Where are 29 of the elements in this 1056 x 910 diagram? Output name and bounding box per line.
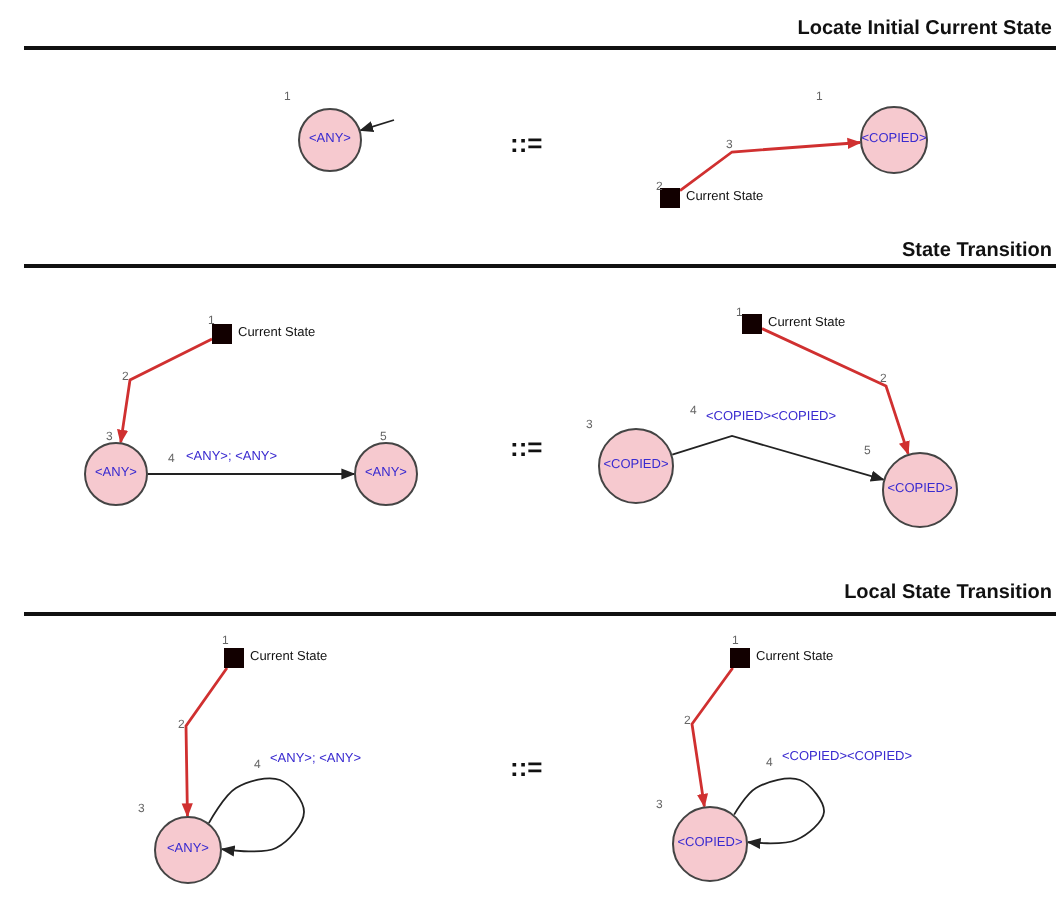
definition-operator: ::= [510,130,543,156]
state-circle [154,816,222,884]
current-state-marker [224,648,244,668]
state-circle [84,442,148,506]
state-circle [354,442,418,506]
arrow [671,435,885,482]
section-heading: Local State Transition [844,584,1052,604]
state-circle [882,452,958,528]
arrow [761,327,910,456]
definition-operator: ::= [510,754,543,780]
arrow [147,468,356,480]
current-state-marker [730,648,750,668]
current-state-marker [660,188,680,208]
arrow [181,667,229,818]
state-circle [598,428,674,504]
state-circle [860,106,928,174]
current-state-marker [212,324,232,344]
arrow [117,337,213,444]
self-loop-arrow [733,777,825,849]
section-heading: State Transition [901,242,1052,262]
current-state-marker [742,314,762,334]
arrow [359,119,395,133]
state-circle [672,806,748,882]
state-circle [298,108,362,172]
definition-operator: ::= [510,434,543,460]
section-heading: Locate Initial Current State [797,20,1052,40]
arrow [679,137,862,192]
arrow [690,667,734,808]
self-loop-arrow [207,777,305,857]
